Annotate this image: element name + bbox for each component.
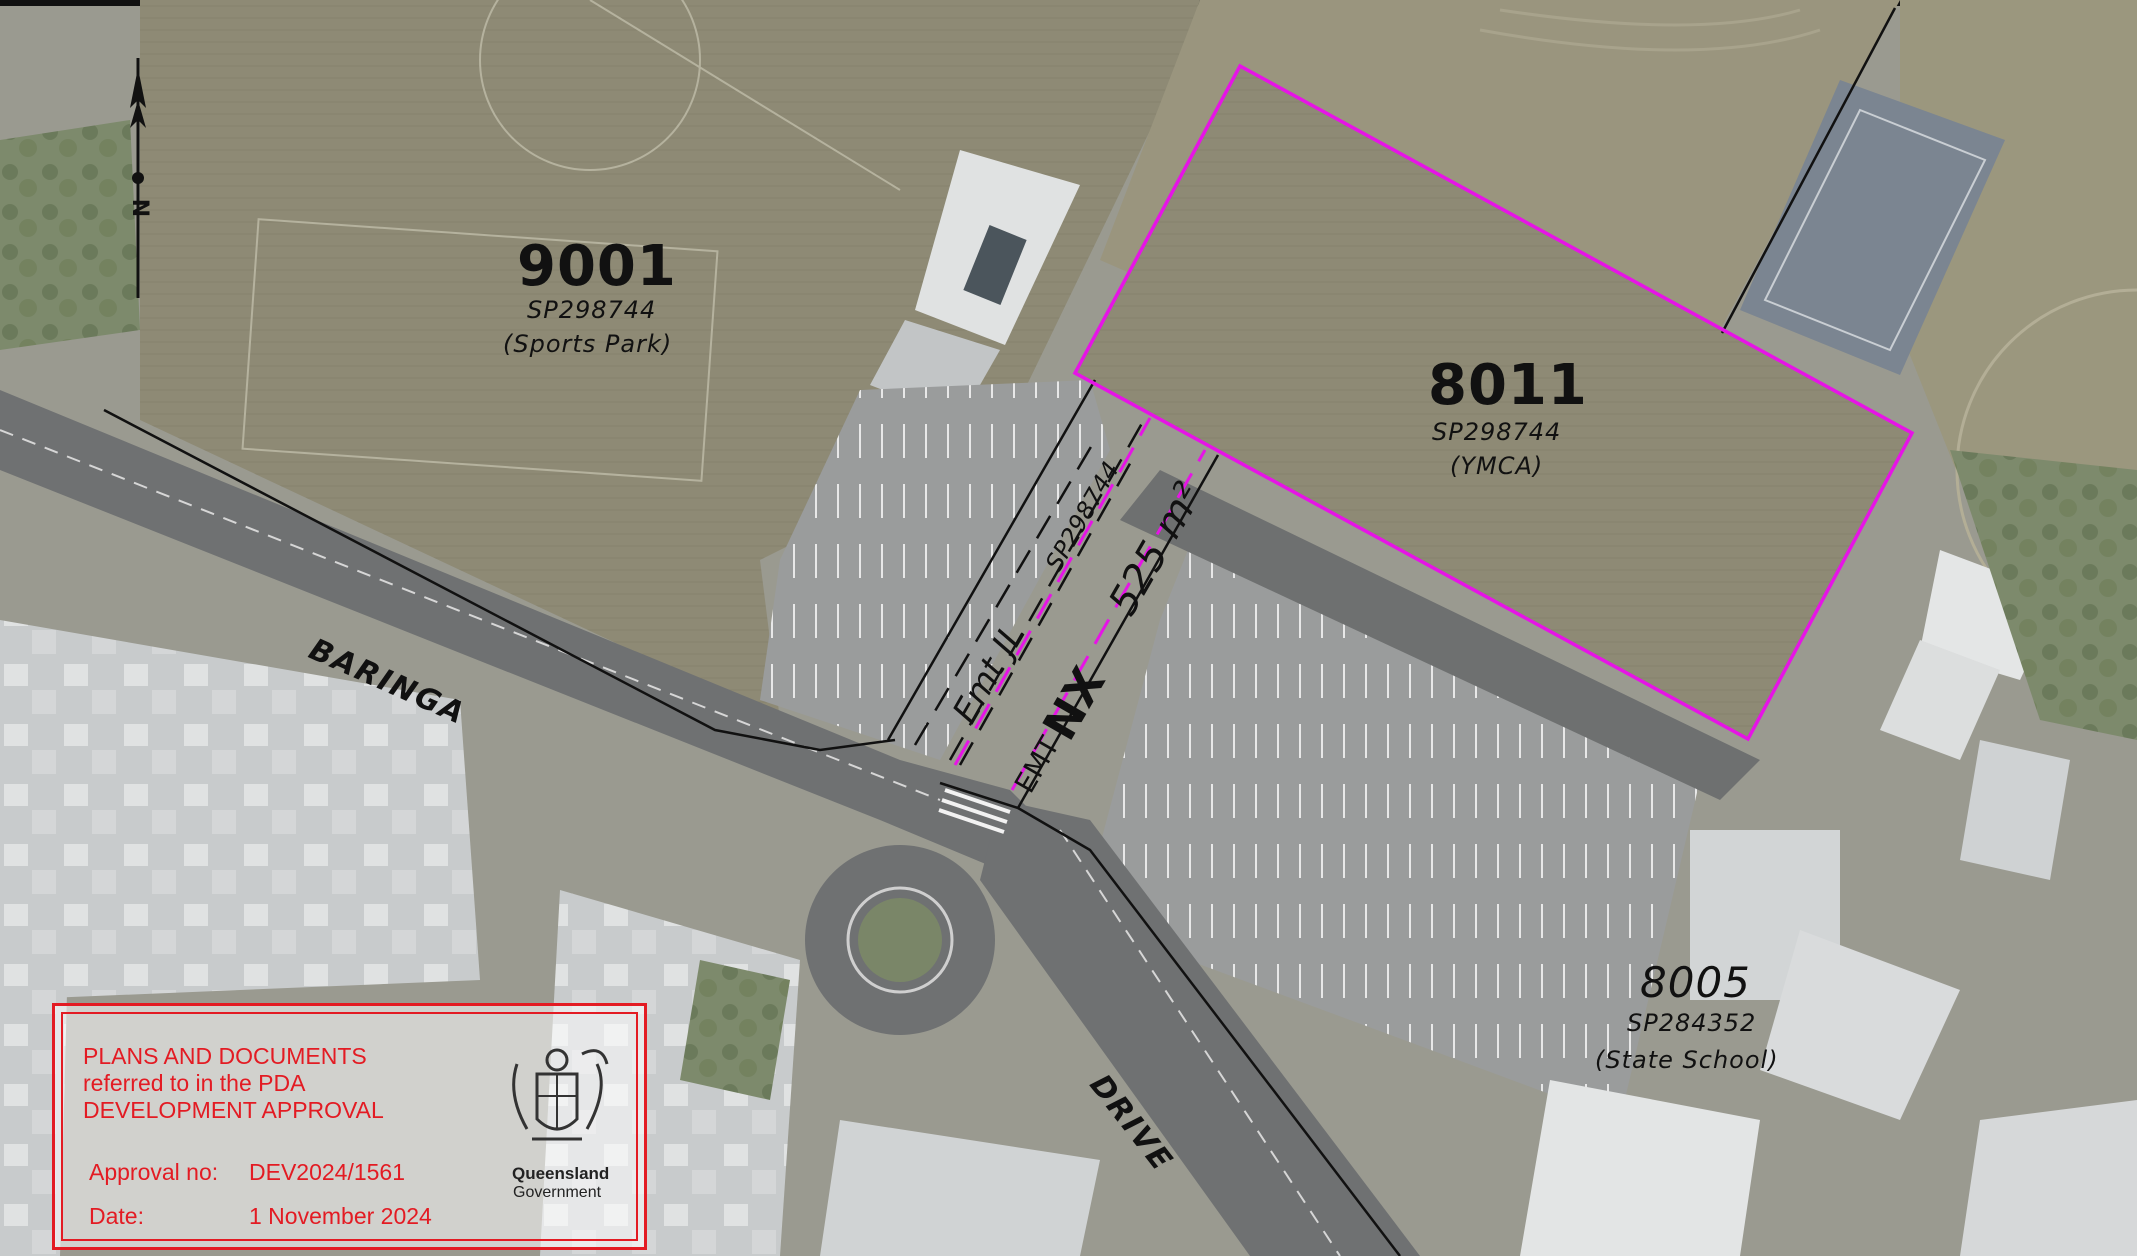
- lot-plan-8005: SP284352: [1627, 1009, 1757, 1037]
- lot-use-9001: (Sports Park): [503, 330, 673, 358]
- stamp-date-label: Date:: [89, 1203, 144, 1229]
- stamp-inner-border: [61, 1012, 638, 1241]
- queensland-crest-icon: [512, 1048, 609, 1141]
- lot-number-8005: 8005: [1640, 958, 1751, 1007]
- lot-plan-9001: SP298744: [527, 296, 657, 324]
- stamp-date-value: 1 November 2024: [249, 1203, 432, 1229]
- lot-number-9001: 9001: [517, 234, 677, 299]
- north-arrow-icon: N: [127, 58, 152, 298]
- gov-sub: Government: [513, 1184, 602, 1201]
- approval-stamp: PLANS AND DOCUMENTS referred to in the P…: [52, 1003, 647, 1250]
- lot-use-8011: (YMCA): [1450, 452, 1544, 480]
- stamp-line-3: DEVELOPMENT APPROVAL: [83, 1097, 384, 1123]
- lot-plan-8011: SP298744: [1432, 418, 1562, 446]
- svg-text:N: N: [127, 199, 152, 217]
- stamp-line-1: PLANS AND DOCUMENTS: [83, 1043, 367, 1069]
- stamp-line-2: referred to in the PDA: [83, 1070, 306, 1096]
- lot-number-8011: 8011: [1428, 353, 1588, 418]
- stamp-approval-label: Approval no:: [89, 1159, 219, 1185]
- stamp-approval-value: DEV2024/1561: [249, 1159, 406, 1185]
- gov-name: Queensland: [512, 1164, 610, 1183]
- lot-use-8005: (State School): [1595, 1046, 1779, 1074]
